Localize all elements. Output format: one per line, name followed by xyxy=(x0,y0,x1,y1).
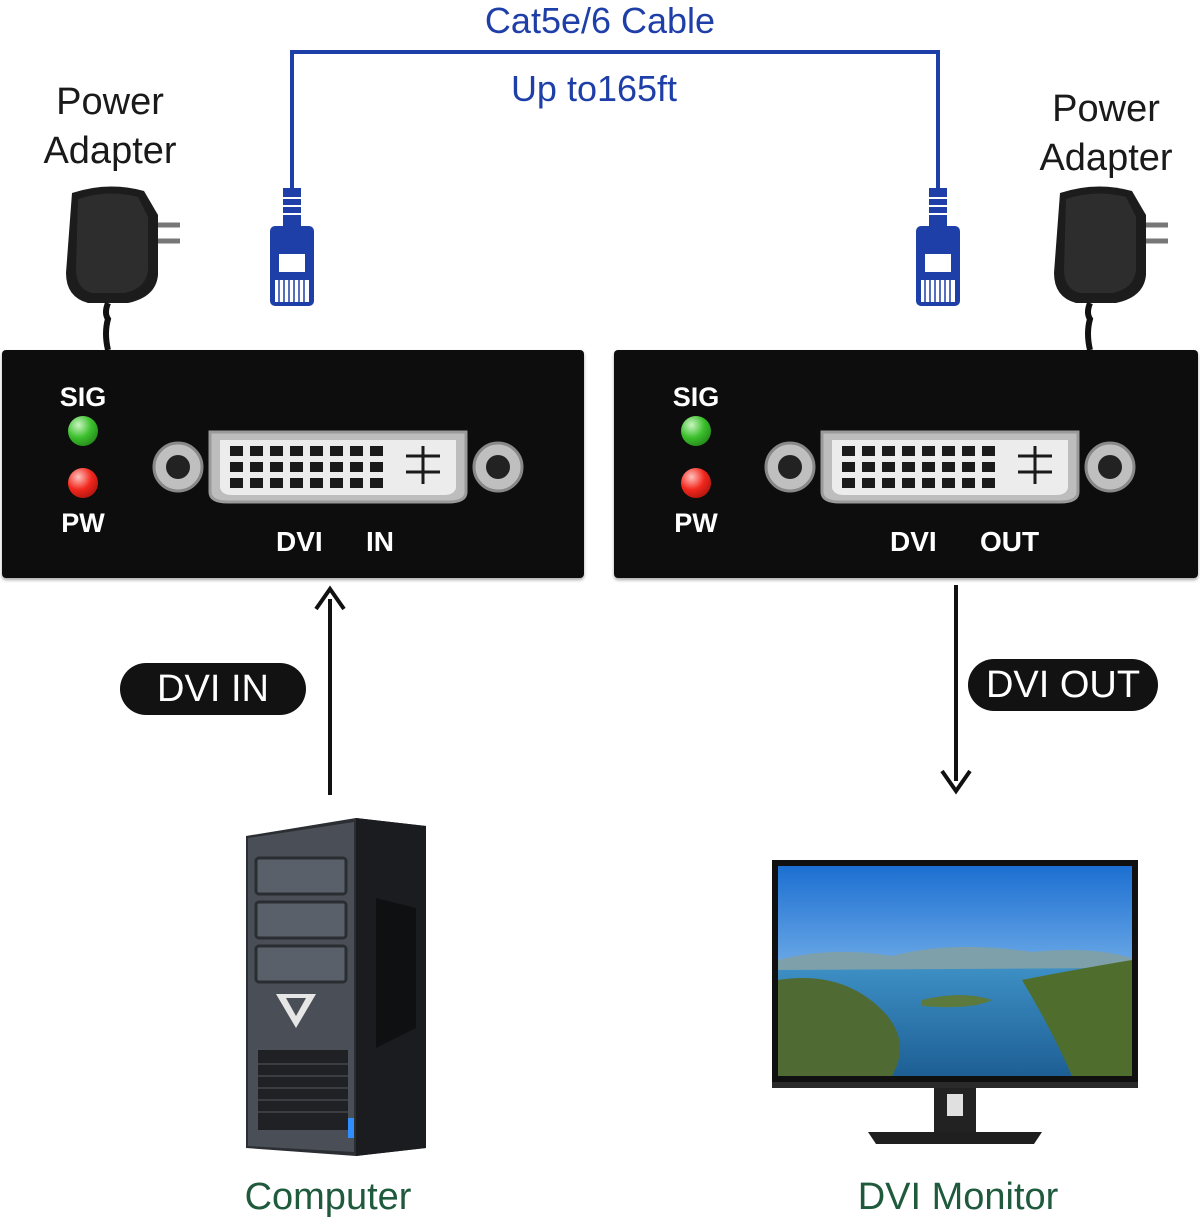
dvi-pin xyxy=(862,462,875,472)
dvi-pin xyxy=(230,446,243,456)
dvi-pin xyxy=(962,478,975,488)
dvi-pin xyxy=(290,446,303,456)
rx-port-label-2: OUT xyxy=(980,526,1040,557)
dvi-port-icon xyxy=(764,430,1136,504)
rx-power-adapter-label: Power Adapter xyxy=(1016,85,1196,184)
tx-sig-led xyxy=(68,416,98,446)
dvi-pin xyxy=(350,462,363,472)
tx-power-label-line2: Adapter xyxy=(43,130,177,173)
dvi-pin xyxy=(370,446,383,456)
rx-power-led xyxy=(681,468,711,498)
dvi-pin xyxy=(862,446,875,456)
dvi-pin xyxy=(310,478,323,488)
dvi-pin xyxy=(942,446,955,456)
dvi-pin xyxy=(230,462,243,472)
arrow-down-icon xyxy=(940,585,972,795)
rj45-plug-icon xyxy=(916,188,960,306)
dvi-pin xyxy=(290,478,303,488)
dvi-pin xyxy=(942,478,955,488)
dvi-port-icon xyxy=(152,430,524,504)
dvi-pin xyxy=(330,462,343,472)
dvi-pin xyxy=(350,446,363,456)
dvi-pin xyxy=(270,478,283,488)
arrow-up-icon xyxy=(314,585,346,795)
dvi-pin xyxy=(370,462,383,472)
dvi-pin xyxy=(982,478,995,488)
dvi-pin xyxy=(310,462,323,472)
dvi-pin xyxy=(842,446,855,456)
tx-power-label-line1: Power xyxy=(56,81,164,123)
dvi-pin xyxy=(250,478,263,488)
dvi-pin xyxy=(882,462,895,472)
tx-power-adapter-label: Power Adapter xyxy=(20,78,200,177)
tx-power-led xyxy=(68,468,98,498)
dvi-pin xyxy=(230,478,243,488)
power-adapter-icon xyxy=(1054,186,1168,351)
rx-pw-label: PW xyxy=(674,508,718,538)
dvi-pin xyxy=(942,462,955,472)
dvi-pin xyxy=(902,478,915,488)
computer-caption: Computer xyxy=(244,1176,412,1218)
dvi-pin xyxy=(370,478,383,488)
dvi-pin xyxy=(250,462,263,472)
tx-sig-label: SIG xyxy=(59,382,107,412)
dvi-pin xyxy=(842,478,855,488)
computer-tower-icon xyxy=(246,818,426,1156)
dvi-pin xyxy=(902,462,915,472)
dvi-pin xyxy=(862,478,875,488)
cable-type-label: Cat5e/6 Cable xyxy=(484,0,716,41)
tx-port-label-1: DVI xyxy=(276,526,323,557)
dvi-pin xyxy=(982,462,995,472)
tx-port-label-2: IN xyxy=(366,526,394,557)
dvi-pin xyxy=(270,446,283,456)
dvi-pin xyxy=(922,446,935,456)
monitor-icon xyxy=(772,860,1138,1144)
dvi-pin xyxy=(962,446,975,456)
dvi-pin xyxy=(982,446,995,456)
dvi-pin xyxy=(350,478,363,488)
rj45-plug-icon xyxy=(270,188,314,306)
dvi-pin xyxy=(330,478,343,488)
dvi-pin xyxy=(902,446,915,456)
rx-sig-label: SIG xyxy=(672,382,720,412)
dvi-out-pill: DVI OUT xyxy=(968,659,1158,711)
tx-pw-label: PW xyxy=(61,508,105,538)
dvi-pin xyxy=(922,478,935,488)
rx-power-label-line1: Power xyxy=(1052,88,1160,130)
dvi-pin xyxy=(842,462,855,472)
receiver-unit: SIG PW DVI OUT xyxy=(614,350,1198,578)
dvi-pin xyxy=(310,446,323,456)
dvi-in-pill: DVI IN xyxy=(120,663,306,715)
dvi-pin xyxy=(270,462,283,472)
network-cable-line xyxy=(290,50,940,190)
rx-port-label-1: DVI xyxy=(890,526,937,557)
rx-power-label-line2: Adapter xyxy=(1039,137,1173,180)
dvi-pin xyxy=(882,446,895,456)
dvi-pin xyxy=(250,446,263,456)
rx-sig-led xyxy=(681,416,711,446)
cable-distance-label: Up to165ft xyxy=(510,68,678,109)
dvi-pin xyxy=(922,462,935,472)
monitor-caption: DVI Monitor xyxy=(857,1176,1059,1218)
dvi-pin xyxy=(330,446,343,456)
dvi-pin xyxy=(962,462,975,472)
power-adapter-icon xyxy=(66,186,180,351)
transmitter-unit: SIG PW DVI IN xyxy=(2,350,584,578)
dvi-pin xyxy=(290,462,303,472)
dvi-pin xyxy=(882,478,895,488)
